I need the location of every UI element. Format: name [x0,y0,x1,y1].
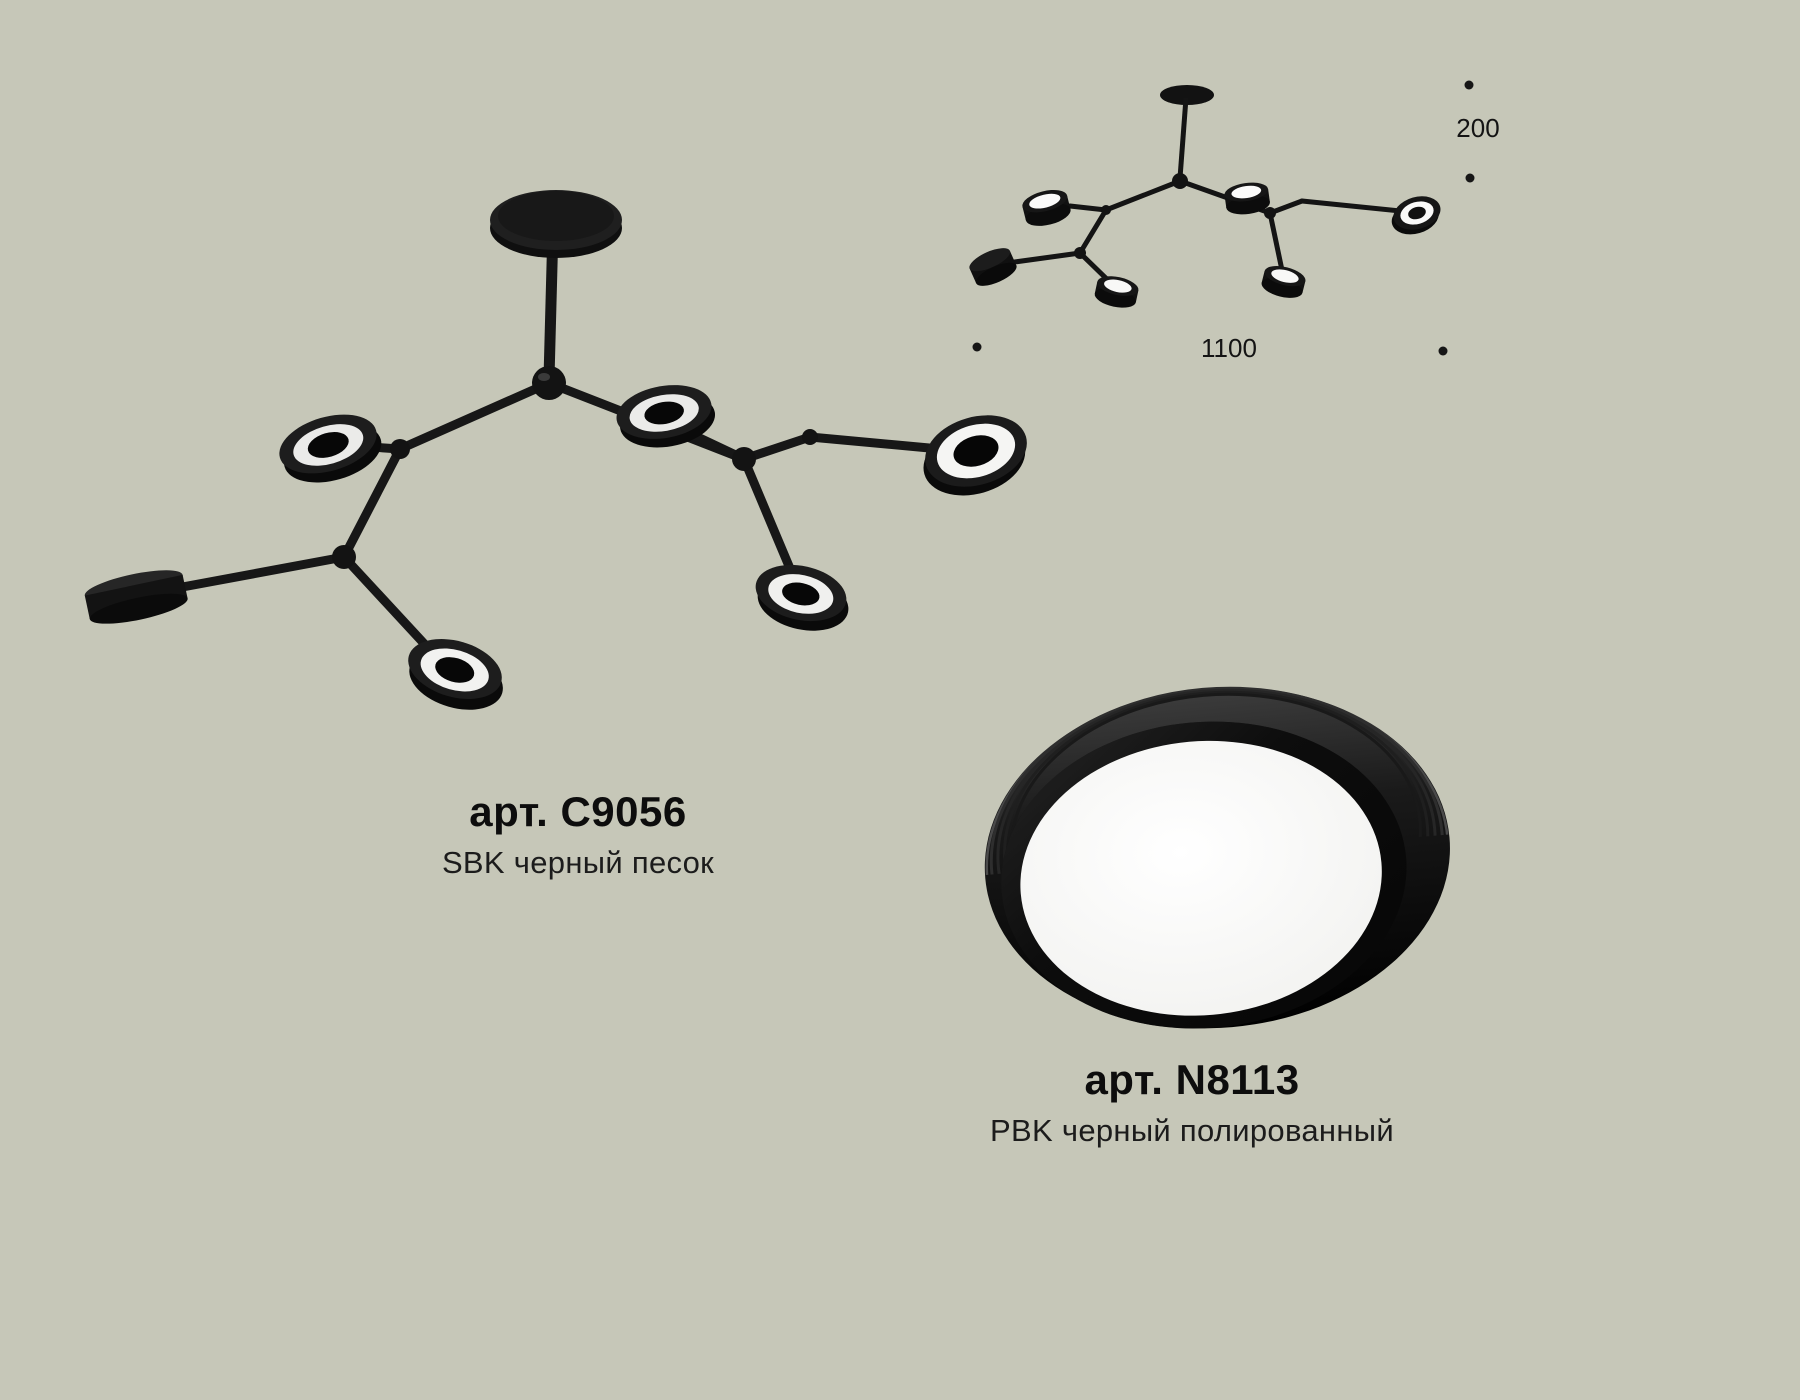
dimension-diagram [969,80,1475,356]
main-product-caption: арт. C9056 SBK черный песок [303,788,853,881]
ring-light-diffuser [1020,740,1382,1016]
dimension-height-label: 200 [1456,113,1500,143]
lamp-head-bottom-left [408,639,503,710]
diagram-lamp [969,248,1017,286]
diagram-lamp [1391,196,1441,235]
dimension-width-label: 1100 [1201,333,1257,363]
accessory-product-caption: арт. N8113 PBK черный полированный [892,1056,1492,1149]
lamp-head-upper-middle [616,385,716,448]
diagram-lamp [1094,276,1139,308]
ring-light-render [984,686,1450,1029]
diagram-lamp [1022,189,1071,226]
dimension-dots [972,80,1475,356]
diagram-lamp [1261,266,1306,298]
lamp-head-upper-left [279,414,382,483]
lamp-head-bottom-right [755,564,849,631]
chandelier-joints [332,366,818,569]
main-product-article: арт. C9056 [469,788,687,835]
ceiling-canopy [490,190,622,258]
main-product-finish: SBK черный песок [441,845,715,880]
accessory-product-finish: PBK черный полированный [990,1113,1394,1148]
lamp-head-far-right [923,415,1027,496]
accessory-product-article: арт. N8113 [1084,1056,1300,1103]
lamp-head-side-disc [84,570,188,624]
chandelier-render [84,190,1027,710]
diagram-lamp [1224,182,1270,215]
